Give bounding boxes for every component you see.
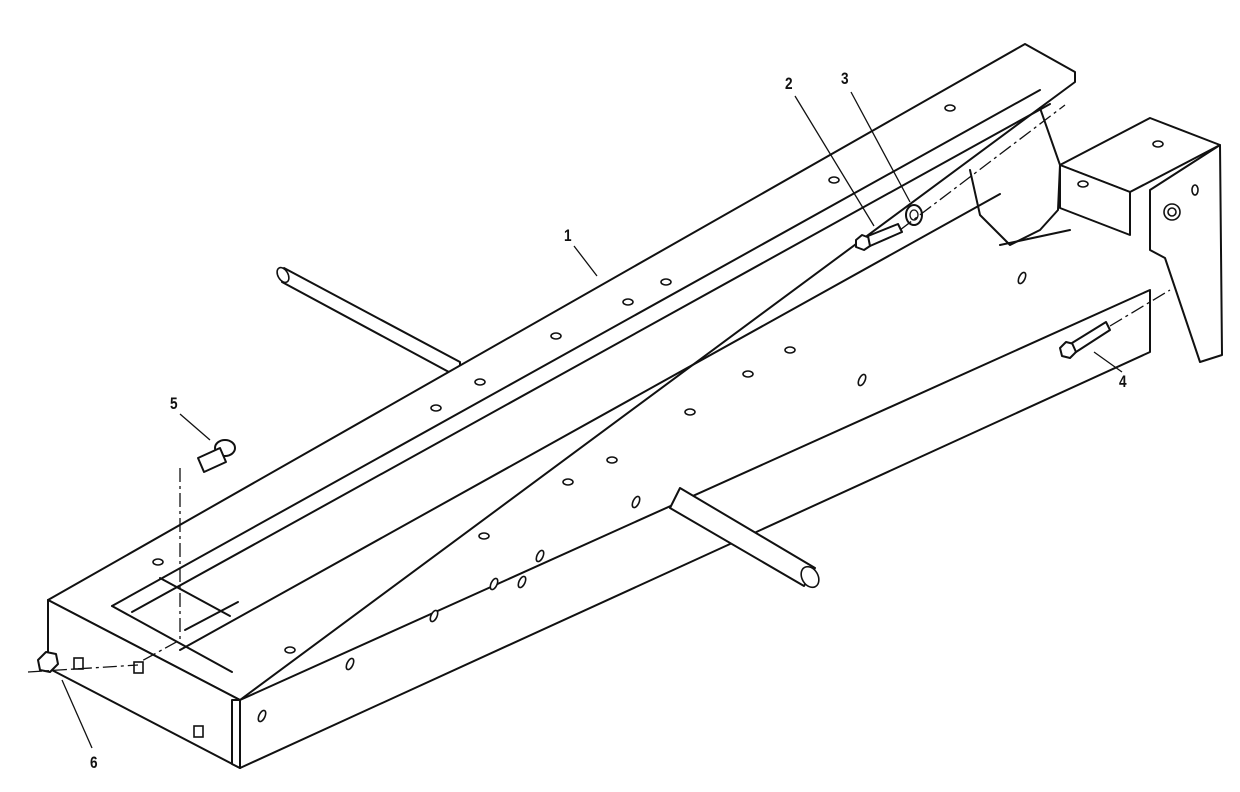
callout-1: 1	[563, 226, 572, 245]
front-tube	[669, 487, 820, 589]
rear-bracket	[969, 107, 1223, 363]
leader-lines	[61, 91, 1123, 749]
callout-2: 2	[784, 74, 793, 93]
nut-6	[37, 651, 59, 673]
frame-rail	[47, 43, 1151, 769]
square-holes	[73, 657, 204, 738]
bolt-2	[855, 223, 903, 251]
callout-5: 5	[169, 394, 178, 413]
callout-6: 6	[89, 753, 98, 772]
center-lines	[27, 104, 1171, 673]
carriage-bolt-5	[197, 439, 236, 473]
top-holes	[152, 104, 956, 654]
washer-3	[905, 204, 923, 226]
callout-4: 4	[1118, 372, 1127, 391]
callout-3: 3	[840, 69, 849, 88]
rear-tube	[276, 266, 461, 379]
side-holes	[257, 271, 1027, 723]
bolt-4	[1059, 321, 1111, 359]
